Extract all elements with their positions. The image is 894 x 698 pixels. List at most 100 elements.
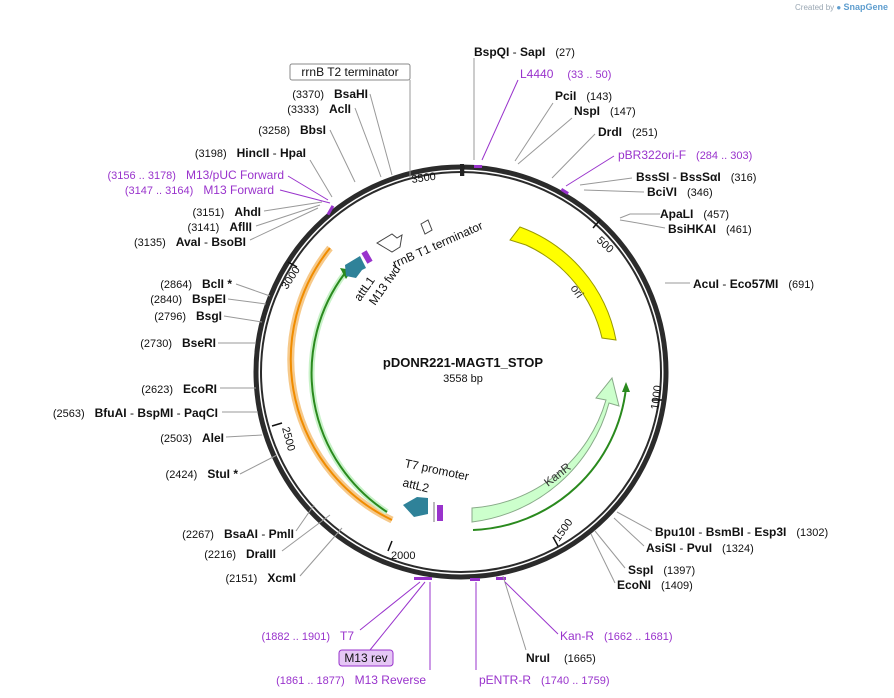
rrnb-t2-label-box <box>289 63 411 81</box>
site-alei: (2503)AleI <box>160 431 224 445</box>
tick-label-2500: 2500 <box>279 426 297 453</box>
primer-m13-forward: (3147 .. 3164)M13 Forward <box>125 183 274 197</box>
primer-m13-puc-forward: (3156 .. 3178)M13/pUC Forward <box>107 168 284 182</box>
leader-m13-puc-forward <box>287 175 329 201</box>
tick-2000 <box>387 540 393 552</box>
site-acui: AcuI - Eco57MI(691) <box>693 277 814 291</box>
kanr-feature <box>471 376 620 523</box>
m13-rev-label-box <box>338 649 394 667</box>
primer-marker-l4440 <box>474 165 482 168</box>
leader-pbr322ori <box>565 155 615 187</box>
site-bfuai: (2563)BfuAI - BspMI - PaqCI <box>53 406 218 420</box>
leader-alei <box>225 434 263 438</box>
site-bsahi: (3370)BsaHI <box>292 87 368 101</box>
attl1-feature <box>345 256 366 278</box>
site-nspi: NspI(147) <box>574 104 636 118</box>
leader-bcli <box>235 283 271 297</box>
site-pcii: PciI(143) <box>555 89 612 103</box>
site-apali: ApaLI(457) <box>660 207 729 221</box>
tick-label-1500: 1500 <box>552 517 576 544</box>
site-ahdi: (3151)AhdI <box>193 205 261 219</box>
site-bseri: (2730)BseRI <box>140 336 216 350</box>
leader-asisi <box>613 517 645 547</box>
rrnb-t2-arrow-feature <box>420 219 433 235</box>
leader-avai <box>249 207 319 241</box>
leader-bsihkai <box>619 219 666 229</box>
m13-rev-feature <box>437 505 443 521</box>
tick-label-500: 500 <box>594 234 616 255</box>
leader-kan-r <box>504 581 559 635</box>
orf-highlight-arc <box>308 271 389 515</box>
tick-1500 <box>552 536 559 547</box>
site-bspqi: BspQI - SapI(27) <box>474 45 575 59</box>
site-draiii: (2216)DraIII <box>204 547 276 561</box>
tick-500 <box>592 219 601 229</box>
kanr-orf-arc <box>472 387 627 531</box>
leader-nrui <box>502 575 527 651</box>
primer-m13-reverse: (1861 .. 1877)M13 Reverse <box>276 673 426 687</box>
leader-t7 <box>359 581 421 631</box>
primer-markers <box>326 165 569 581</box>
site-bspei: (2840)BspEI <box>150 292 226 306</box>
site-nrui: NruI(1665) <box>526 651 596 665</box>
leader-bcivi <box>583 189 645 193</box>
site-bsgi: (2796)BsgI <box>154 309 222 323</box>
leader-nspi <box>517 117 573 165</box>
primer-labels-left: (1861 .. 1877)M13 Reverse (1882 .. 1901)… <box>107 168 426 687</box>
kanr-orf-arrowhead <box>622 382 630 392</box>
rrnb-t1-label: rrnB T1 terminator <box>391 218 485 270</box>
site-bbsi: (3258)BbsI <box>258 123 326 137</box>
tick-label-1000: 1000 <box>649 385 664 411</box>
site-acli: (3333)AclI <box>287 102 351 116</box>
site-hincii: (3198)HincII - HpaI <box>195 146 306 160</box>
orf-arc <box>310 272 388 513</box>
rrnb-t2-feature <box>460 164 464 176</box>
leader-bsgi <box>223 315 263 323</box>
leader-ahdi <box>263 201 323 212</box>
leader-econi <box>590 533 616 584</box>
leader-bpu10i <box>616 511 653 532</box>
leader-bspei <box>227 298 267 305</box>
rrnb-t2-label: rrnB T2 terminator <box>301 65 398 79</box>
leader-l4440 <box>481 79 519 161</box>
site-econi: EcoNI(1409) <box>617 578 693 592</box>
site-drdi: DrdI(251) <box>598 125 658 139</box>
leader-xcmi <box>299 527 343 577</box>
primer-m13-rev: M13 rev <box>344 651 387 665</box>
m13-fwd-feature <box>361 250 373 264</box>
tick-label-3500: 3500 <box>411 171 437 186</box>
site-bsssi: BssSI - BssSαI(316) <box>636 170 756 184</box>
site-stui: (2424)StuI * <box>166 467 239 481</box>
leader-m13-forward <box>279 189 331 204</box>
attl2-label: attL2 <box>401 475 431 495</box>
primer-t7: (1882 .. 1901)T7 <box>261 629 354 643</box>
leader-acli <box>354 107 382 178</box>
site-bsaai: (2267)BsaAI - PmlI <box>182 527 294 541</box>
snapgene-wordmark: SnapGene <box>843 2 888 12</box>
primer-marker-pentr <box>470 578 480 581</box>
site-sspi: SspI(1397) <box>628 563 695 577</box>
leader-hincii <box>309 159 333 198</box>
snapgene-branding: Created by ● SnapGene <box>795 2 888 12</box>
insert-outline-arc <box>289 247 393 521</box>
leader-drdi <box>551 133 596 179</box>
tick-2500 <box>271 422 283 427</box>
site-labels-right: BspQI - SapI(27) PciI(143) NspI(147) Drd… <box>474 45 828 665</box>
leader-bsssi <box>579 177 633 186</box>
plasmid-length: 3558 bp <box>443 373 483 385</box>
primer-marker-m13-t7 <box>414 577 432 580</box>
ori-feature <box>509 226 617 341</box>
attl2-feature <box>403 497 428 517</box>
leader-sspi <box>594 530 626 569</box>
primer-labels: L4440(33 .. 50) pBR322ori-F(284 .. 303) … <box>479 67 752 687</box>
site-aflii: (3141)AflII <box>188 220 252 234</box>
leader-bbsi <box>329 129 356 183</box>
leader-draiii <box>281 514 331 552</box>
primer-marker-kanr <box>496 577 506 580</box>
site-bcivi: BciVI(346) <box>647 185 713 199</box>
tick-label-2000: 2000 <box>391 550 415 562</box>
primer-leader-lines <box>279 79 615 670</box>
ori-label: ori <box>568 282 587 301</box>
snapgene-logo-icon: ● <box>836 3 842 12</box>
